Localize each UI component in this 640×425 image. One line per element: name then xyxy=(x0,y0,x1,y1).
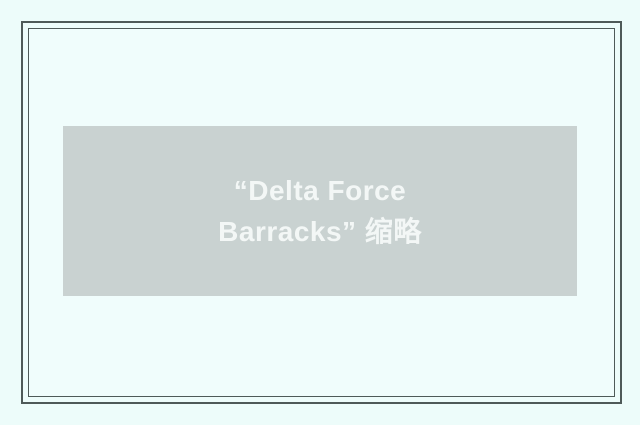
thumbnail-alt-text-line1: “Delta Force xyxy=(233,175,407,206)
thumbnail-image-placeholder[interactable]: “Delta Force Barracks” 缩略 xyxy=(63,126,577,296)
thumbnail-alt-text-line2: Barracks” 缩略 xyxy=(218,216,422,247)
